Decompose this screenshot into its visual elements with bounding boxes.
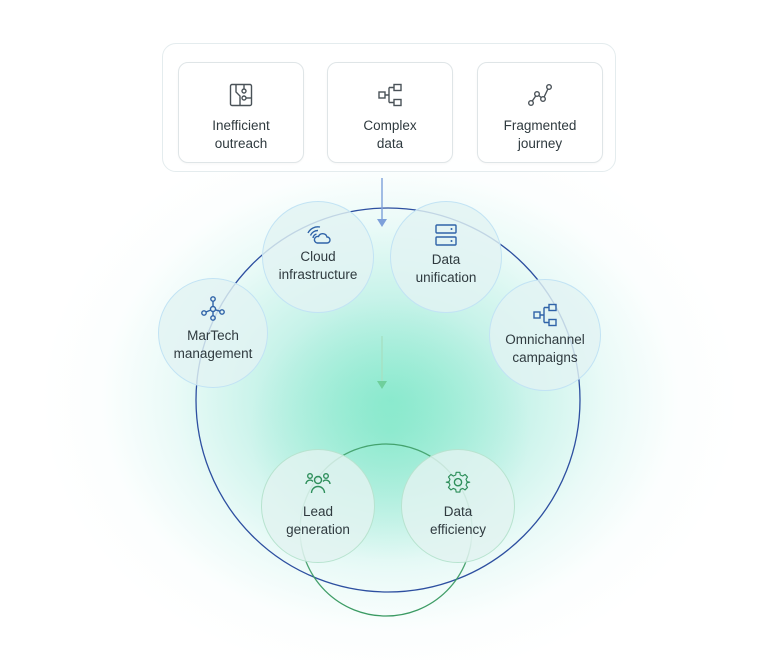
journey-path-icon — [528, 84, 553, 107]
service-label: Data unification — [415, 252, 477, 285]
service-martech-management: MarTech management — [158, 278, 268, 388]
outer-ring — [195, 207, 581, 593]
service-cloud-infrastructure: Cloud infrastructure — [262, 201, 374, 313]
problem-label: Inefficient outreach — [212, 118, 270, 151]
outcome-label: Lead generation — [286, 504, 350, 537]
hierarchy-icon — [378, 83, 402, 107]
service-data-unification: Data unification — [390, 201, 502, 313]
problem-card-fragmented-journey: Fragmented journey — [477, 62, 603, 163]
background-glow — [40, 120, 740, 660]
problem-card-inefficient-outreach: Inefficient outreach — [178, 62, 304, 163]
outcome-label: Data efficiency — [429, 504, 487, 537]
outcome-data-efficiency: Data efficiency — [401, 449, 515, 563]
cloud-icon — [307, 226, 331, 244]
service-label: MarTech management — [173, 328, 253, 361]
problem-card-complex-data: Complex data — [327, 62, 453, 163]
problem-label: Fragmented journey — [503, 118, 577, 151]
service-label: Cloud infrastructure — [278, 249, 358, 282]
users-icon — [305, 473, 331, 494]
outcome-lead-generation: Lead generation — [261, 449, 375, 563]
gear-icon — [445, 471, 471, 493]
service-omnichannel-campaigns: Omnichannel campaigns — [489, 279, 601, 391]
problem-label: Complex data — [363, 118, 417, 151]
service-label: Omnichannel campaigns — [505, 332, 585, 365]
outcomes-arrow-head — [377, 381, 387, 389]
problems-arrow-head — [377, 219, 387, 227]
hierarchy-icon — [533, 303, 557, 327]
network-icon — [201, 296, 225, 321]
server-icon — [435, 224, 457, 246]
circuit-board-icon — [229, 83, 253, 107]
